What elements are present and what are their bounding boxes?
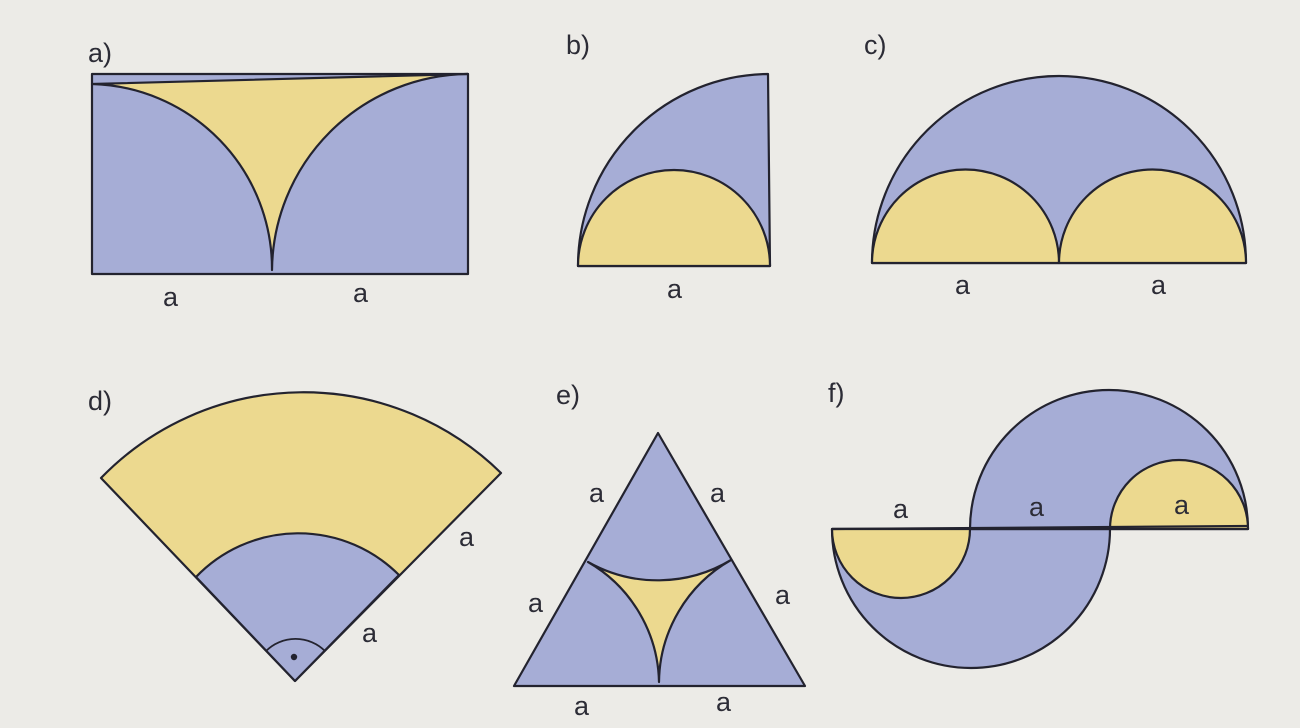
figure-e: e) a a a a a a bbox=[512, 380, 807, 721]
figure-f-baseline bbox=[831, 524, 1249, 531]
figure-f-right-semicircle-yellow bbox=[1108, 458, 1250, 531]
figure-c-label: c) bbox=[864, 30, 887, 60]
figure-c: c) a a bbox=[864, 30, 1248, 300]
figure-f-label: f) bbox=[828, 378, 845, 408]
figure-d-right-angle-dot bbox=[290, 653, 298, 661]
figure-a-side-label-2: a bbox=[353, 278, 369, 308]
figure-c-side-label-2: a bbox=[1151, 270, 1167, 300]
figure-b: b) a bbox=[566, 30, 772, 304]
figure-e-side-label-bottom-right: a bbox=[716, 687, 732, 717]
figure-c-side-label-1: a bbox=[955, 270, 971, 300]
figure-e-label: e) bbox=[556, 380, 580, 410]
figure-e-central-curved-triangle-yellow bbox=[586, 558, 733, 684]
figure-e-side-label-lower-right: a bbox=[775, 580, 791, 610]
figure-b-label: b) bbox=[566, 30, 590, 60]
figure-f-side-label-3: a bbox=[1174, 490, 1190, 520]
figure-f-side-label-2: a bbox=[1029, 492, 1045, 522]
figure-d-label: d) bbox=[88, 386, 112, 416]
figure-a-label: a) bbox=[88, 38, 112, 68]
figure-a-cusp-region-yellow bbox=[90, 72, 470, 272]
figure-d-right-angle-mark bbox=[265, 638, 326, 652]
figure-c-right-semicircle-yellow bbox=[1057, 168, 1248, 265]
figure-f-left-semicircle-yellow bbox=[830, 527, 972, 600]
figure-e-side-label-bottom-left: a bbox=[574, 691, 590, 721]
figure-a-side-label-1: a bbox=[163, 282, 179, 312]
figure-d-side-label-outer: a bbox=[459, 522, 475, 552]
figure-a: a) a a bbox=[88, 38, 470, 312]
figure-f: f) a a a bbox=[828, 378, 1250, 670]
figure-d-side-label-inner: a bbox=[362, 618, 378, 648]
figure-b-side-label-1: a bbox=[667, 274, 683, 304]
figure-f-side-label-1: a bbox=[893, 494, 909, 524]
figure-e-side-label-upper-right: a bbox=[710, 478, 726, 508]
figure-b-semicircle-yellow bbox=[576, 168, 772, 268]
figure-e-side-label-upper-left: a bbox=[589, 478, 605, 508]
figure-d-inner-sector-blue bbox=[194, 532, 401, 683]
figure-c-left-semicircle-yellow bbox=[870, 168, 1061, 265]
figure-d: d) a a bbox=[88, 386, 503, 683]
figure-e-side-label-lower-left: a bbox=[528, 588, 544, 618]
